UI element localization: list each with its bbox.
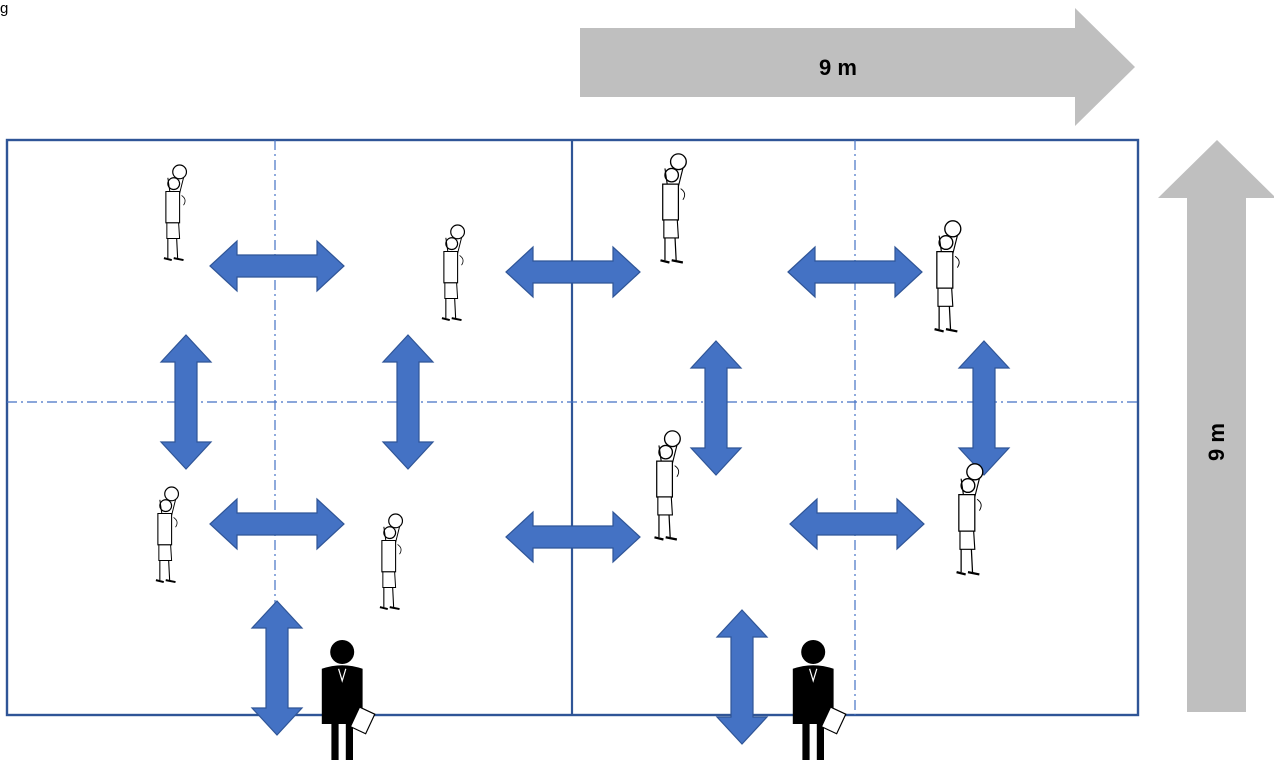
pass-arrow-v3 <box>690 340 742 476</box>
player-2 <box>440 224 466 322</box>
pass-arrow-v4 <box>958 340 1010 476</box>
width-dimension-arrow: 9 m <box>580 8 1135 126</box>
player-8 <box>955 462 984 576</box>
player-3 <box>659 152 688 264</box>
pass-arrow-v6 <box>716 609 768 745</box>
coaches <box>321 639 847 761</box>
pass-arrow-h6 <box>789 498 925 550</box>
pass-arrow-h4 <box>209 498 345 550</box>
player-7 <box>653 429 682 541</box>
coach-left-icon <box>321 639 376 761</box>
pass-arrows <box>160 240 1010 745</box>
player-4 <box>933 219 962 333</box>
coach-right-icon <box>792 639 847 761</box>
player-1 <box>162 164 188 262</box>
player-6 <box>378 513 404 611</box>
player-5 <box>154 486 180 584</box>
height-dimension-arrow: 9 m <box>1158 140 1274 712</box>
pass-arrow-v5 <box>251 600 303 736</box>
width-dimension-label: 9 m <box>819 55 857 80</box>
header-fragment: g <box>0 0 9 17</box>
pass-arrow-h1 <box>209 240 345 292</box>
height-dimension-label: 9 m <box>1204 423 1229 461</box>
